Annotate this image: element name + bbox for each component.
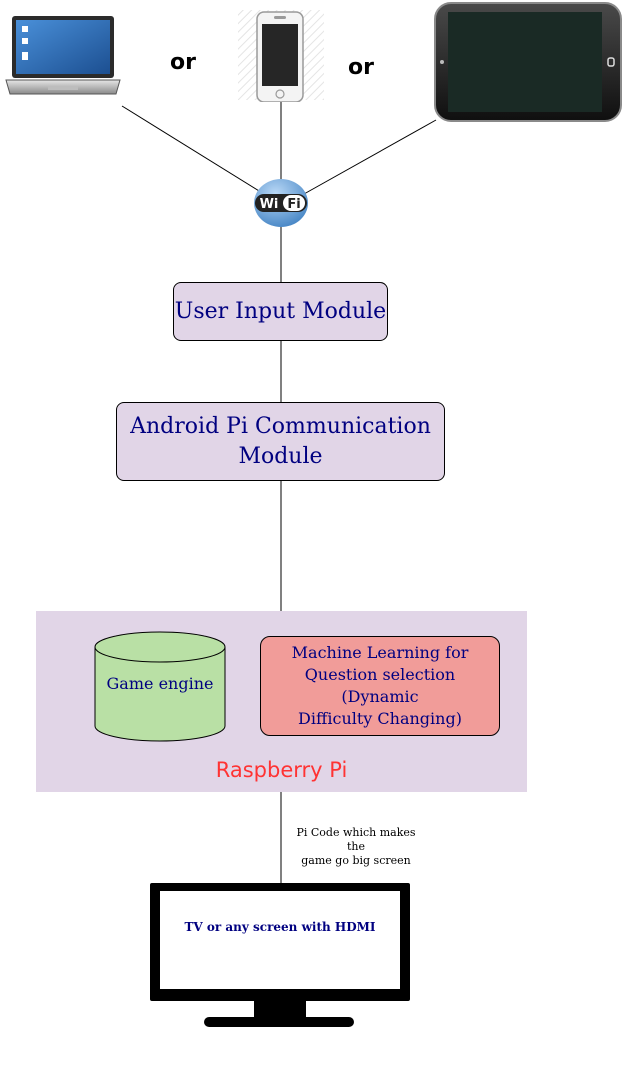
ml-label-line2: Question selection (Dynamic bbox=[304, 665, 456, 706]
wifi-text-fi: Fi bbox=[287, 197, 300, 212]
wifi-icon: Wi Fi bbox=[254, 179, 308, 227]
laptop-to-wifi-line bbox=[121, 105, 265, 195]
or-label-2: or bbox=[348, 55, 374, 80]
tablet-icon bbox=[434, 2, 622, 122]
user-input-module: User Input Module bbox=[173, 282, 388, 341]
ml-label-line1: Machine Learning for bbox=[291, 643, 469, 662]
tablet-to-wifi-line bbox=[303, 119, 437, 195]
game-engine-cylinder bbox=[94, 631, 226, 742]
ml-label-line3: Difficulty Changing) bbox=[298, 709, 462, 728]
laptop-icon bbox=[5, 16, 121, 95]
user-input-module-label: User Input Module bbox=[174, 299, 387, 324]
android-pi-module-line2: Module bbox=[238, 443, 323, 469]
tv-screen-icon bbox=[150, 883, 410, 1027]
pi-code-note-line1: Pi Code which makes the bbox=[296, 826, 416, 853]
game-engine-label: Game engine bbox=[106, 674, 214, 693]
pi-code-note-line2: game go big screen bbox=[301, 854, 411, 867]
machine-learning-box: Machine Learning for Question selection … bbox=[260, 636, 500, 736]
wifi-text-wi: Wi bbox=[260, 197, 279, 212]
android-pi-module-line1: Android Pi Communication bbox=[130, 413, 431, 439]
smartphone-icon bbox=[238, 10, 324, 102]
or-label-1: or bbox=[170, 50, 196, 75]
tv-label: TV or any screen with HDMI bbox=[184, 920, 376, 934]
pi-code-note: Pi Code which makes the game go big scre… bbox=[286, 826, 426, 868]
raspberry-pi-label: Raspberry Pi bbox=[215, 758, 348, 782]
android-pi-communication-module: Android Pi Communication Module bbox=[116, 402, 445, 481]
